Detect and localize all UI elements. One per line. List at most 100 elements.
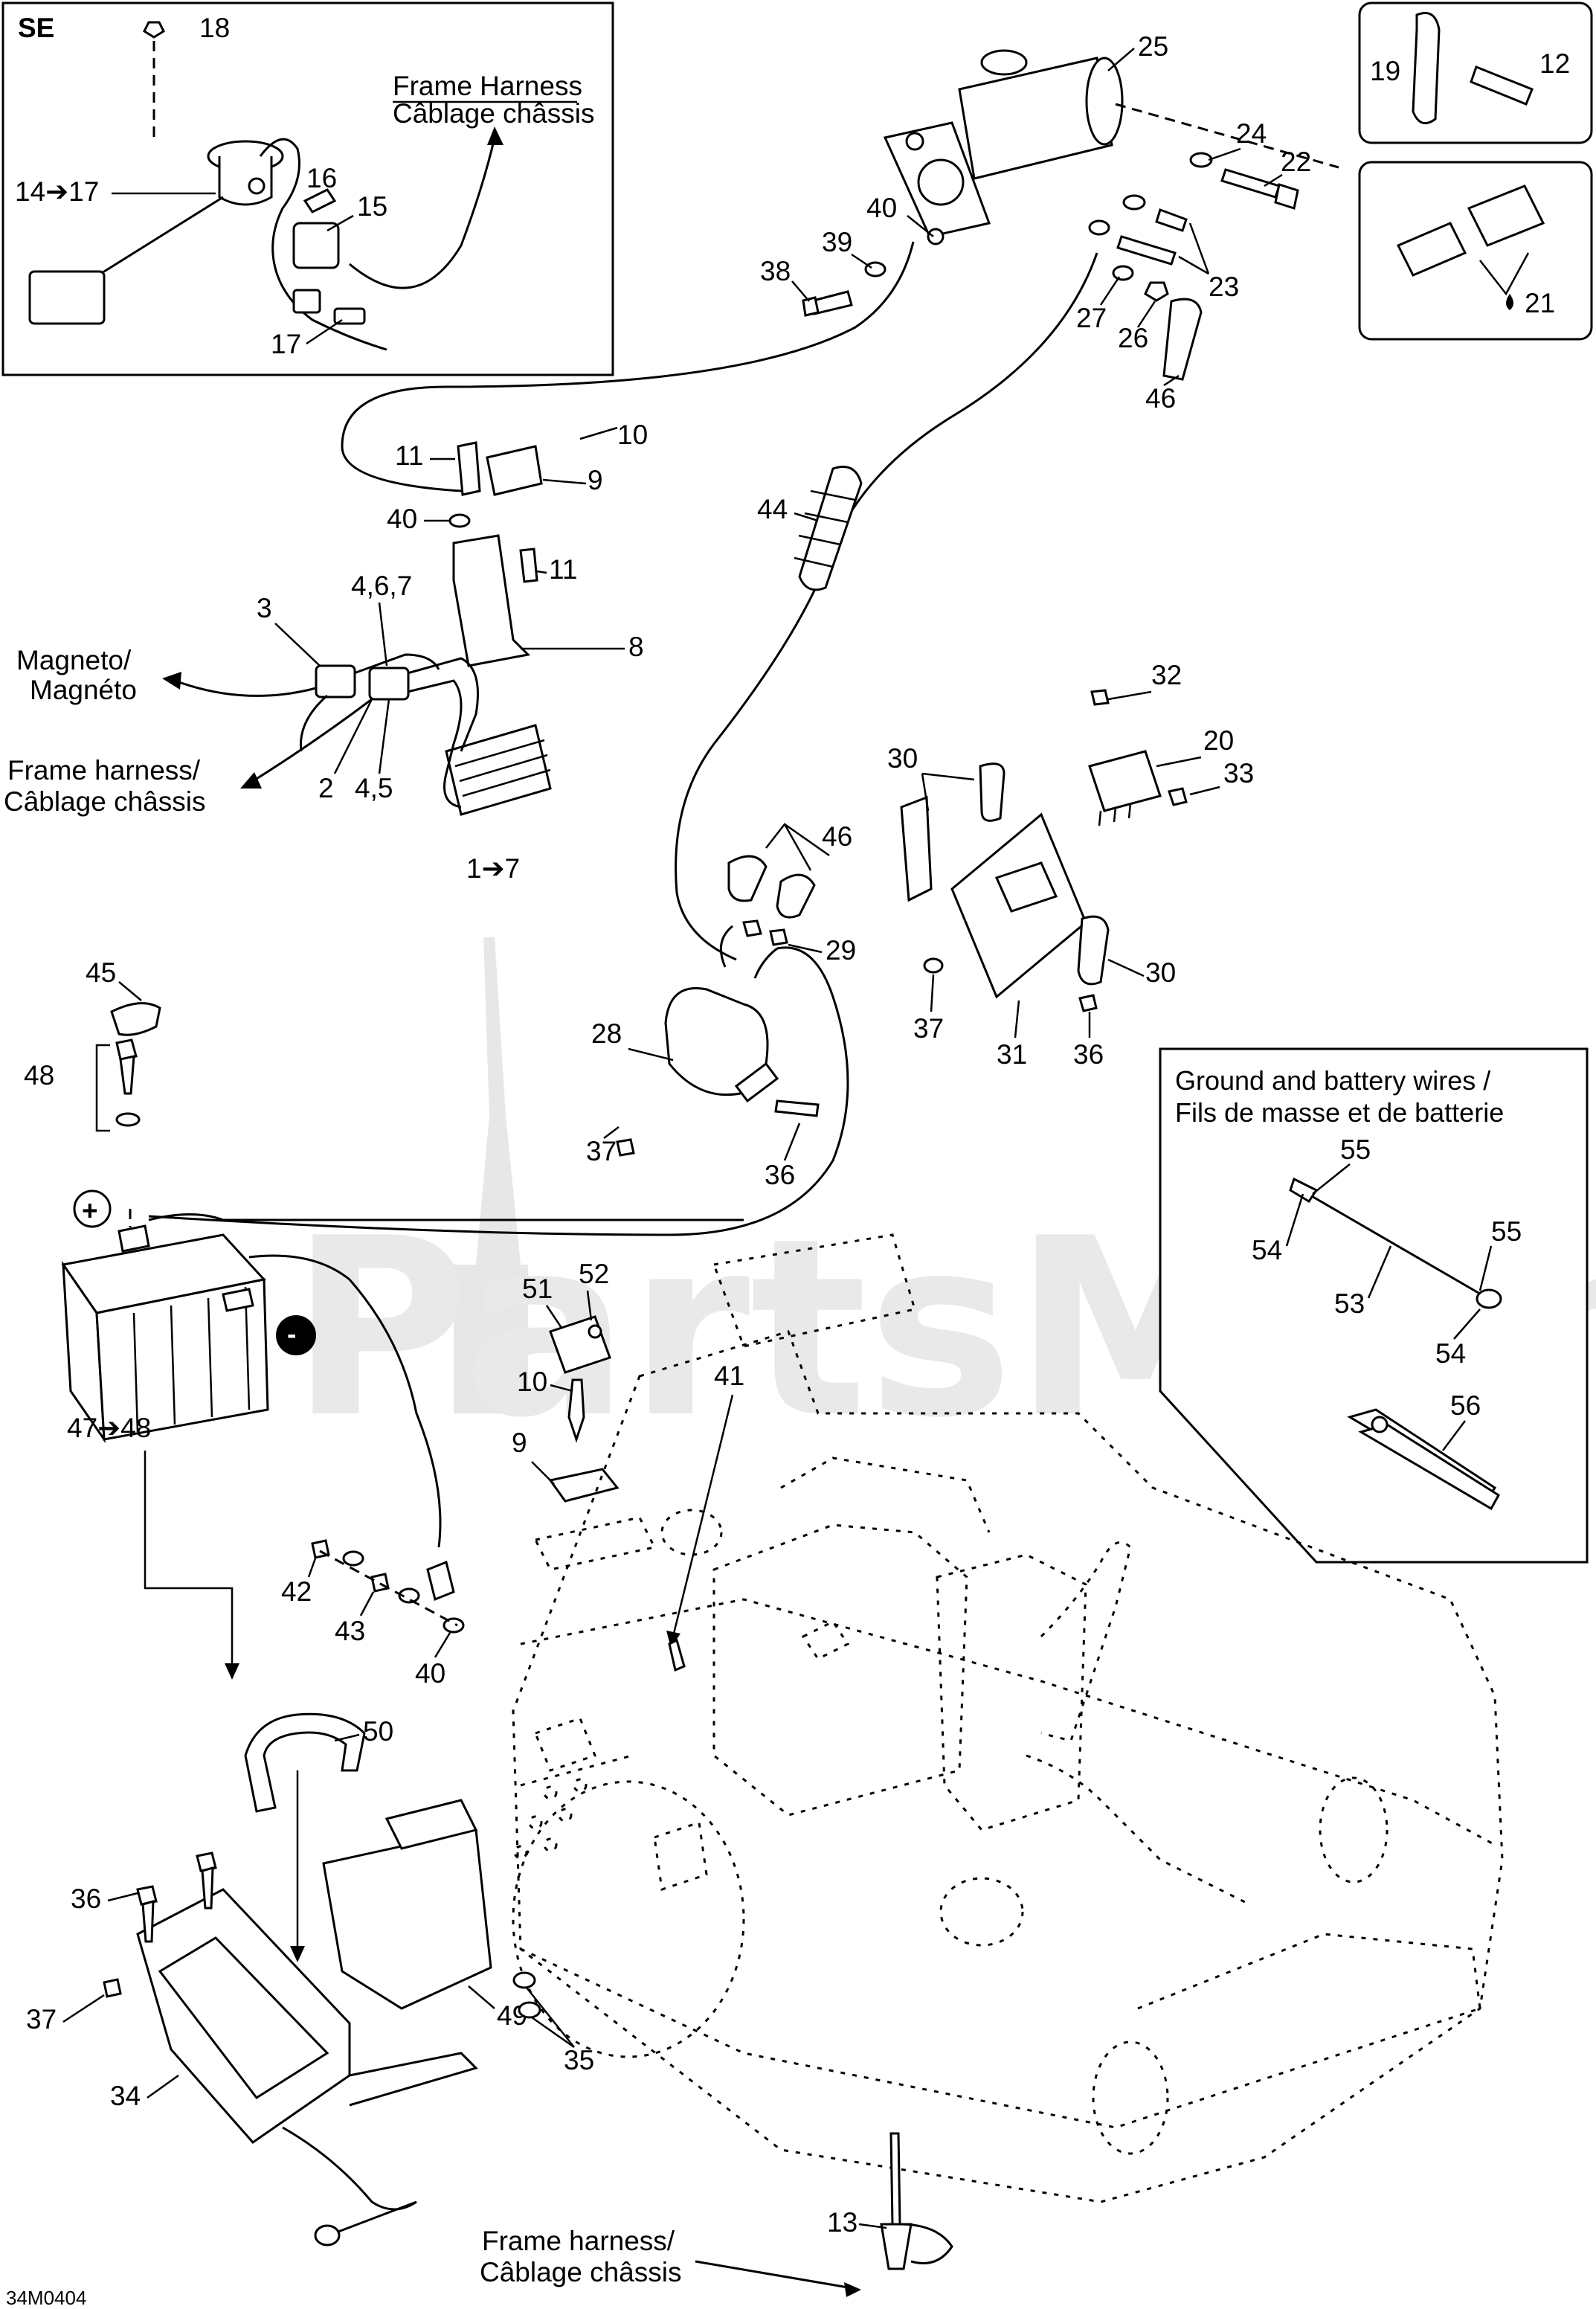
callout-46-b: 46 xyxy=(822,821,852,852)
connector-inset: 21 xyxy=(1358,161,1593,341)
callout-40-c: 40 xyxy=(415,1658,445,1689)
starter-cable-icon xyxy=(675,252,1098,961)
callout-51: 51 xyxy=(522,1274,553,1304)
callout-4-5: 4,5 xyxy=(355,773,393,803)
battery-47-icon xyxy=(61,1224,269,1444)
callout-10-a: 10 xyxy=(617,420,648,450)
callout-29: 29 xyxy=(826,935,856,966)
callout-9-a: 9 xyxy=(588,465,603,495)
terminal-boot-45-icon xyxy=(110,1002,161,1036)
callout-12: 12 xyxy=(1539,48,1570,79)
note-harness1-line2: Câblage châssis xyxy=(4,786,205,817)
callout-19: 19 xyxy=(1370,56,1400,86)
tie-inset: 19 12 xyxy=(1358,1,1593,144)
minus-terminal-icon: - xyxy=(276,1315,316,1355)
callout-21: 21 xyxy=(1525,288,1555,318)
connector-female-icon xyxy=(1467,184,1545,247)
callout-56: 56 xyxy=(1450,1390,1481,1421)
callout-48: 48 xyxy=(24,1060,54,1091)
callout-42: 42 xyxy=(281,1576,312,1607)
note-magneto-line1: Magneto/ xyxy=(16,645,132,675)
callout-16-se: 16 xyxy=(306,163,337,193)
nut-18-icon xyxy=(143,21,165,39)
callout-34: 34 xyxy=(110,2081,141,2111)
callout-32: 32 xyxy=(1151,660,1182,690)
callout-14-17-se: 14➔17 xyxy=(15,176,99,207)
corrugated-tube-44-icon xyxy=(794,466,863,591)
grease-drop-icon xyxy=(1506,294,1513,310)
callout-13: 13 xyxy=(827,2207,857,2238)
callout-54-a: 54 xyxy=(1252,1235,1282,1265)
arrow-icon xyxy=(844,2282,861,2297)
sleeve-12-icon xyxy=(1470,65,1534,106)
arrow-icon xyxy=(240,772,262,789)
crimping-tool-56-icon xyxy=(1347,1408,1500,1511)
callout-25: 25 xyxy=(1138,31,1168,62)
callout-26: 26 xyxy=(1118,323,1148,353)
connector-inset-frame xyxy=(1358,161,1593,341)
relay-20-icon xyxy=(1088,689,1188,826)
vehicle-frame-icon xyxy=(512,1233,1504,2203)
callout-31: 31 xyxy=(997,1039,1027,1070)
se-inset: SE 18 14➔17 16 15 17 Frame Harness Câbla… xyxy=(1,1,614,376)
ground-battery-inset: Ground and battery wires / Fils de masse… xyxy=(1159,1047,1589,1564)
clip-16-icon xyxy=(303,188,337,213)
callout-40-b: 40 xyxy=(387,504,417,534)
starter-hardware-icon xyxy=(802,152,1299,381)
callout-11-a: 11 xyxy=(395,440,423,471)
callout-39: 39 xyxy=(822,227,852,257)
callout-46-a: 46 xyxy=(1145,383,1176,414)
callout-1-7: 1➔7 xyxy=(466,853,520,884)
starter-motor-icon xyxy=(883,49,1339,238)
battery-cable-53-icon xyxy=(1301,1189,1488,1300)
ground-battery-title-line2: Fils de masse et de batterie xyxy=(1175,1097,1504,1128)
callout-54-b: 54 xyxy=(1435,1338,1466,1369)
connector-15-icon xyxy=(292,222,340,269)
se-note-line2: Câblage châssis xyxy=(393,98,594,129)
push-pin-10-icon xyxy=(567,1378,585,1443)
note-harness1-line1: Frame harness/ xyxy=(7,755,201,786)
clamp-9-icon xyxy=(548,1468,620,1503)
battery-cover-49-icon xyxy=(322,1799,492,2010)
callout-9-b: 9 xyxy=(512,1428,527,1458)
sensor-13-icon xyxy=(880,2132,953,2270)
holder-bolts-icon xyxy=(103,1852,217,1998)
callout-30-b: 30 xyxy=(1145,957,1176,988)
callout-35: 35 xyxy=(564,2045,594,2075)
callout-36-c: 36 xyxy=(71,1884,101,1914)
callout-52: 52 xyxy=(579,1259,609,1289)
plus-terminal-label: + xyxy=(82,1195,98,1226)
callout-55-a: 55 xyxy=(1340,1134,1371,1165)
note-harness2-line1: Frame harness/ xyxy=(482,2226,675,2256)
callout-4-6-7: 4,6,7 xyxy=(351,571,412,601)
callout-24: 24 xyxy=(1236,118,1267,149)
se-inset-title: SE xyxy=(18,13,54,43)
ground-battery-title-line1: Ground and battery wires / xyxy=(1175,1065,1490,1096)
starter-solenoid-28-icon xyxy=(148,823,849,1236)
terminal-bolt-48-icon xyxy=(115,1038,138,1061)
callout-36-b: 36 xyxy=(765,1160,795,1190)
callout-38: 38 xyxy=(760,256,791,286)
note-magneto-line2: Magnéto xyxy=(30,675,137,705)
terminal-17-icon xyxy=(292,289,321,314)
ground-hardware-icon xyxy=(311,1539,465,1634)
callout-15-se: 15 xyxy=(357,191,387,222)
note-harness2-line2: Câblage châssis xyxy=(480,2257,681,2287)
callout-33: 33 xyxy=(1223,758,1254,789)
callout-30-a: 30 xyxy=(887,743,918,774)
callout-27: 27 xyxy=(1076,303,1107,333)
se-note-line1: Frame Harness xyxy=(393,71,582,101)
callout-55-b: 55 xyxy=(1491,1216,1522,1247)
callout-18-se: 18 xyxy=(199,13,230,43)
callout-37-a: 37 xyxy=(913,1013,944,1044)
callout-17-se: 17 xyxy=(271,329,301,359)
battery-holder-34-icon xyxy=(136,1888,478,2211)
callout-37-c: 37 xyxy=(26,2004,57,2035)
callout-10-b: 10 xyxy=(517,1367,547,1397)
fuel-level-sender-icon xyxy=(28,138,387,351)
callout-40-a: 40 xyxy=(866,193,897,223)
callout-47-48: 47➔48 xyxy=(67,1413,151,1443)
callout-53: 53 xyxy=(1334,1288,1365,1319)
arrow-icon xyxy=(487,126,503,145)
callout-44: 44 xyxy=(757,494,788,524)
